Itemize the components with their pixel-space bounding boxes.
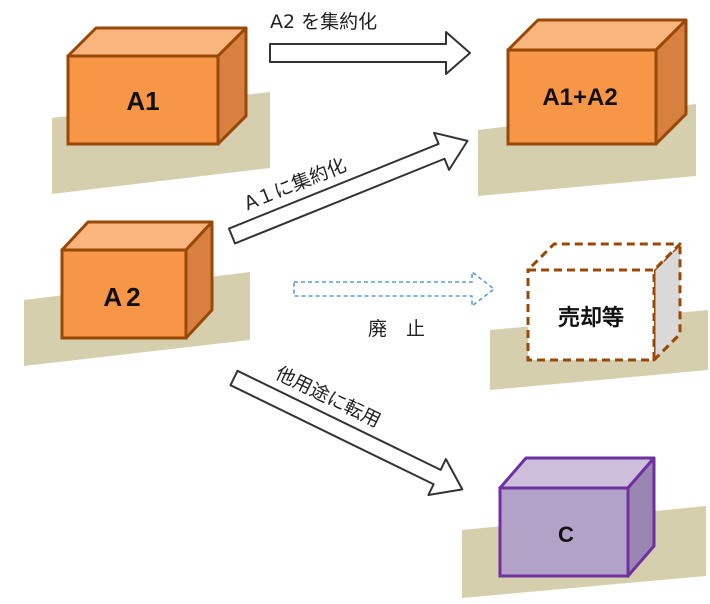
box-sale-front <box>526 268 656 362</box>
box-a1-label: A1 <box>126 86 159 116</box>
arrow-convert-shape <box>229 369 464 497</box>
box-c-front <box>498 486 630 578</box>
box-sale-label: 売却等 <box>558 305 624 330</box>
arrow-consolidate-a2-label: A2 を集約化 <box>270 11 377 33</box>
box-a2-front <box>60 248 188 340</box>
box-sale-side <box>652 242 682 362</box>
arrow-convert: 他用途に転用 <box>229 362 464 497</box>
box-a1-front <box>66 54 220 146</box>
box-a2: A2 <box>24 220 250 366</box>
box-a1: A1 <box>52 26 270 194</box>
box-sale: 売却等 <box>490 242 708 390</box>
box-c-label: C <box>558 522 574 547</box>
box-a1a2-label: A1+A2 <box>542 84 617 111</box>
box-a1-top <box>66 26 248 58</box>
arrow-abolish: 廃 止 <box>293 271 495 340</box>
box-a1a2: A1+A2 <box>478 18 696 196</box>
box-a2-label: A2 <box>103 282 144 312</box>
box-sale-top <box>526 242 682 272</box>
arrow-abolish-label: 廃 止 <box>368 318 425 340</box>
box-a1a2-front <box>506 48 658 146</box>
arrow-consolidate-a2-shape <box>269 31 471 75</box>
arrow-consolidate-a2: A2 を集約化 <box>269 11 471 75</box>
box-c: C <box>462 456 706 598</box>
arrow-consolidate-a1-shape <box>228 131 469 245</box>
arrow-abolish-shape <box>293 271 495 307</box>
